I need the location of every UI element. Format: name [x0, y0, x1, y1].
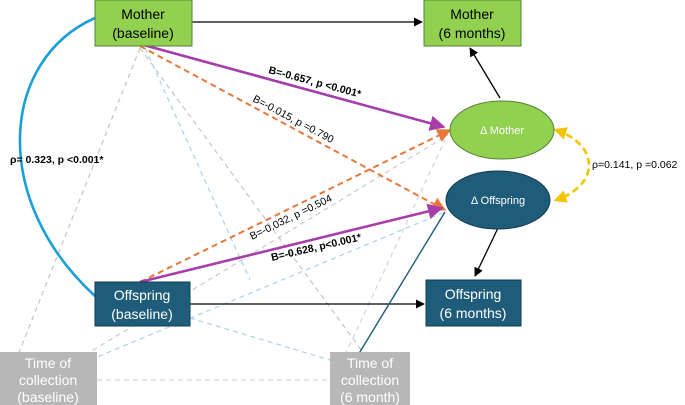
- offspring-to-delta-mother-label: B=-0.032, p =0.504: [248, 192, 334, 242]
- time-6m-line1: Time of: [347, 355, 393, 371]
- delta-offspring-node: Δ Offspring: [445, 170, 551, 230]
- time-6m-line2: collection: [341, 372, 399, 388]
- mother-baseline-line1: Mother: [121, 6, 165, 22]
- offspring-to-delta-offspring-arrow: [139, 203, 444, 284]
- time-6m-node: Time of collection (6 month): [330, 352, 410, 405]
- time-baseline-line3: (baseline): [17, 389, 78, 405]
- offspring-baseline-line1: Offspring: [114, 287, 171, 303]
- delta-mother-node: Δ Mother: [449, 100, 555, 160]
- covariate-line: [84, 134, 449, 356]
- delta-offspring-label: Δ Offspring: [471, 195, 525, 207]
- covariate-line: [89, 211, 446, 361]
- baseline-correlation-label: ρ= 0.323, p <0.001*: [10, 154, 104, 166]
- mother-to-delta-mother-arrow: [139, 42, 446, 131]
- time-baseline-line1: Time of: [25, 355, 71, 371]
- offspring-6m-line1: Offspring: [445, 286, 502, 302]
- delta-mother-to-mother-6m-arrow: [469, 47, 501, 99]
- mother-to-delta-offspring-label: B=-0.015, p =0.790: [251, 93, 336, 146]
- delta-correlation-label: ρ=0.141, p =0.062: [592, 159, 678, 171]
- baseline-correlation-curve: [18, 16, 96, 297]
- offspring-baseline-line2: (baseline): [111, 306, 172, 322]
- mother-baseline-line2: (baseline): [112, 25, 173, 41]
- delta-mother-label: Δ Mother: [480, 125, 524, 137]
- offspring-6m-node: Offspring (6 months): [425, 279, 522, 327]
- offspring-6m-line2: (6 months): [440, 305, 507, 321]
- time-baseline-line2: collection: [19, 372, 77, 388]
- covariate-lines: [17, 47, 449, 381]
- covariate-line: [344, 139, 446, 356]
- covariate-line: [189, 317, 331, 361]
- offspring-line-to-delta: [354, 211, 446, 361]
- mother-6m-line1: Mother: [450, 6, 494, 22]
- offspring-to-delta-mother-arrow: [139, 129, 452, 283]
- mother-6m-node: Mother (6 months): [423, 0, 522, 47]
- delta-correlation-curve: [553, 127, 591, 203]
- mother-baseline-node: Mother (baseline): [94, 0, 193, 47]
- covariate-line: [144, 47, 251, 281]
- covariate-line: [17, 47, 141, 356]
- mother-to-delta-offspring-arrow: [139, 45, 447, 211]
- time-6m-line3: (6 month): [340, 389, 400, 405]
- offspring-baseline-node: Offspring (baseline): [94, 281, 191, 327]
- mother-6m-line2: (6 months): [439, 25, 506, 41]
- time-baseline-node: Time of collection (baseline): [0, 352, 97, 405]
- delta-offspring-to-offspring-6m-arrow: [474, 227, 499, 277]
